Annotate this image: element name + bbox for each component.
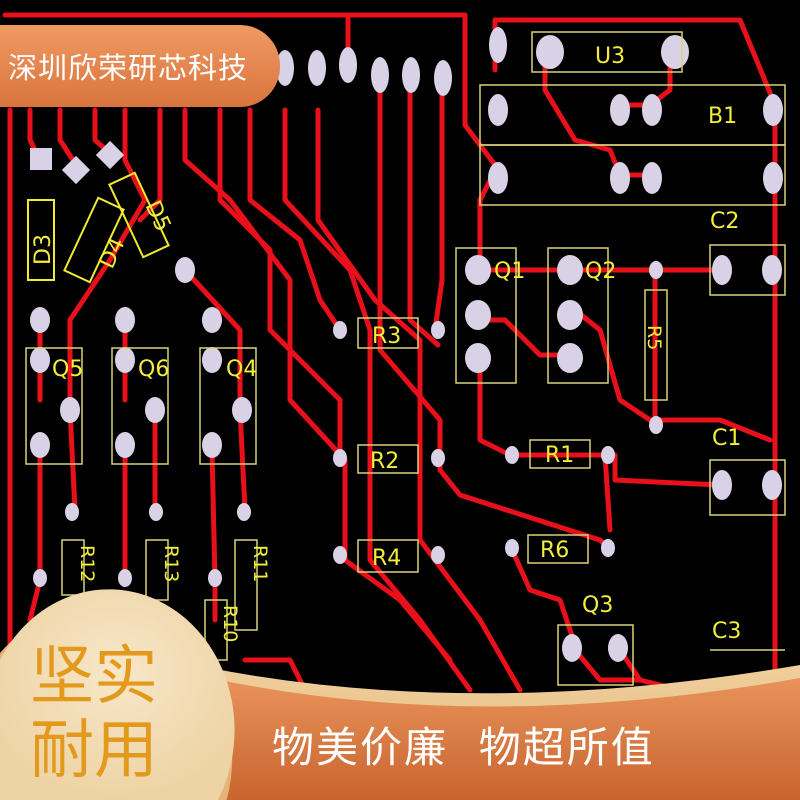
label-q6: Q6 — [138, 357, 169, 382]
durability-badge: 坚实 耐用 — [30, 640, 190, 788]
label-d3: D3 — [31, 234, 56, 265]
company-name: 深圳欣荣研芯科技 — [8, 51, 249, 85]
label-q2: Q2 — [585, 259, 616, 284]
label-c3: C3 — [712, 619, 741, 644]
label-c1: C1 — [712, 426, 741, 451]
label-r1: R1 — [545, 443, 574, 468]
badge-line-2: 耐用 — [30, 714, 158, 788]
component-labels: D3 D4 D5 Q5 Q6 Q4 R12 R13 R10 R11 R3 R2 … — [31, 44, 741, 644]
label-r5: R5 — [643, 325, 665, 350]
label-u3: U3 — [595, 44, 625, 69]
label-q4: Q4 — [226, 357, 257, 382]
slogan: 物美价廉 物超所值 — [272, 723, 655, 772]
label-r12: R12 — [76, 545, 98, 582]
label-r3: R3 — [372, 324, 401, 349]
label-r11: R11 — [249, 545, 271, 582]
label-r2: R2 — [370, 449, 399, 474]
company-name-badge: 深圳欣荣研芯科技 — [0, 25, 280, 107]
pads — [30, 27, 783, 662]
label-c2: C2 — [710, 209, 739, 234]
label-q3: Q3 — [582, 593, 613, 618]
label-r10: R10 — [219, 605, 241, 642]
label-b1: B1 — [708, 104, 737, 129]
label-r4: R4 — [372, 546, 401, 571]
badge-line-1: 坚实 — [30, 640, 158, 714]
label-q5: Q5 — [52, 357, 83, 382]
label-r6: R6 — [540, 538, 569, 563]
label-q1: Q1 — [494, 259, 525, 284]
label-r13: R13 — [160, 545, 182, 582]
label-d4: D4 — [95, 234, 131, 273]
